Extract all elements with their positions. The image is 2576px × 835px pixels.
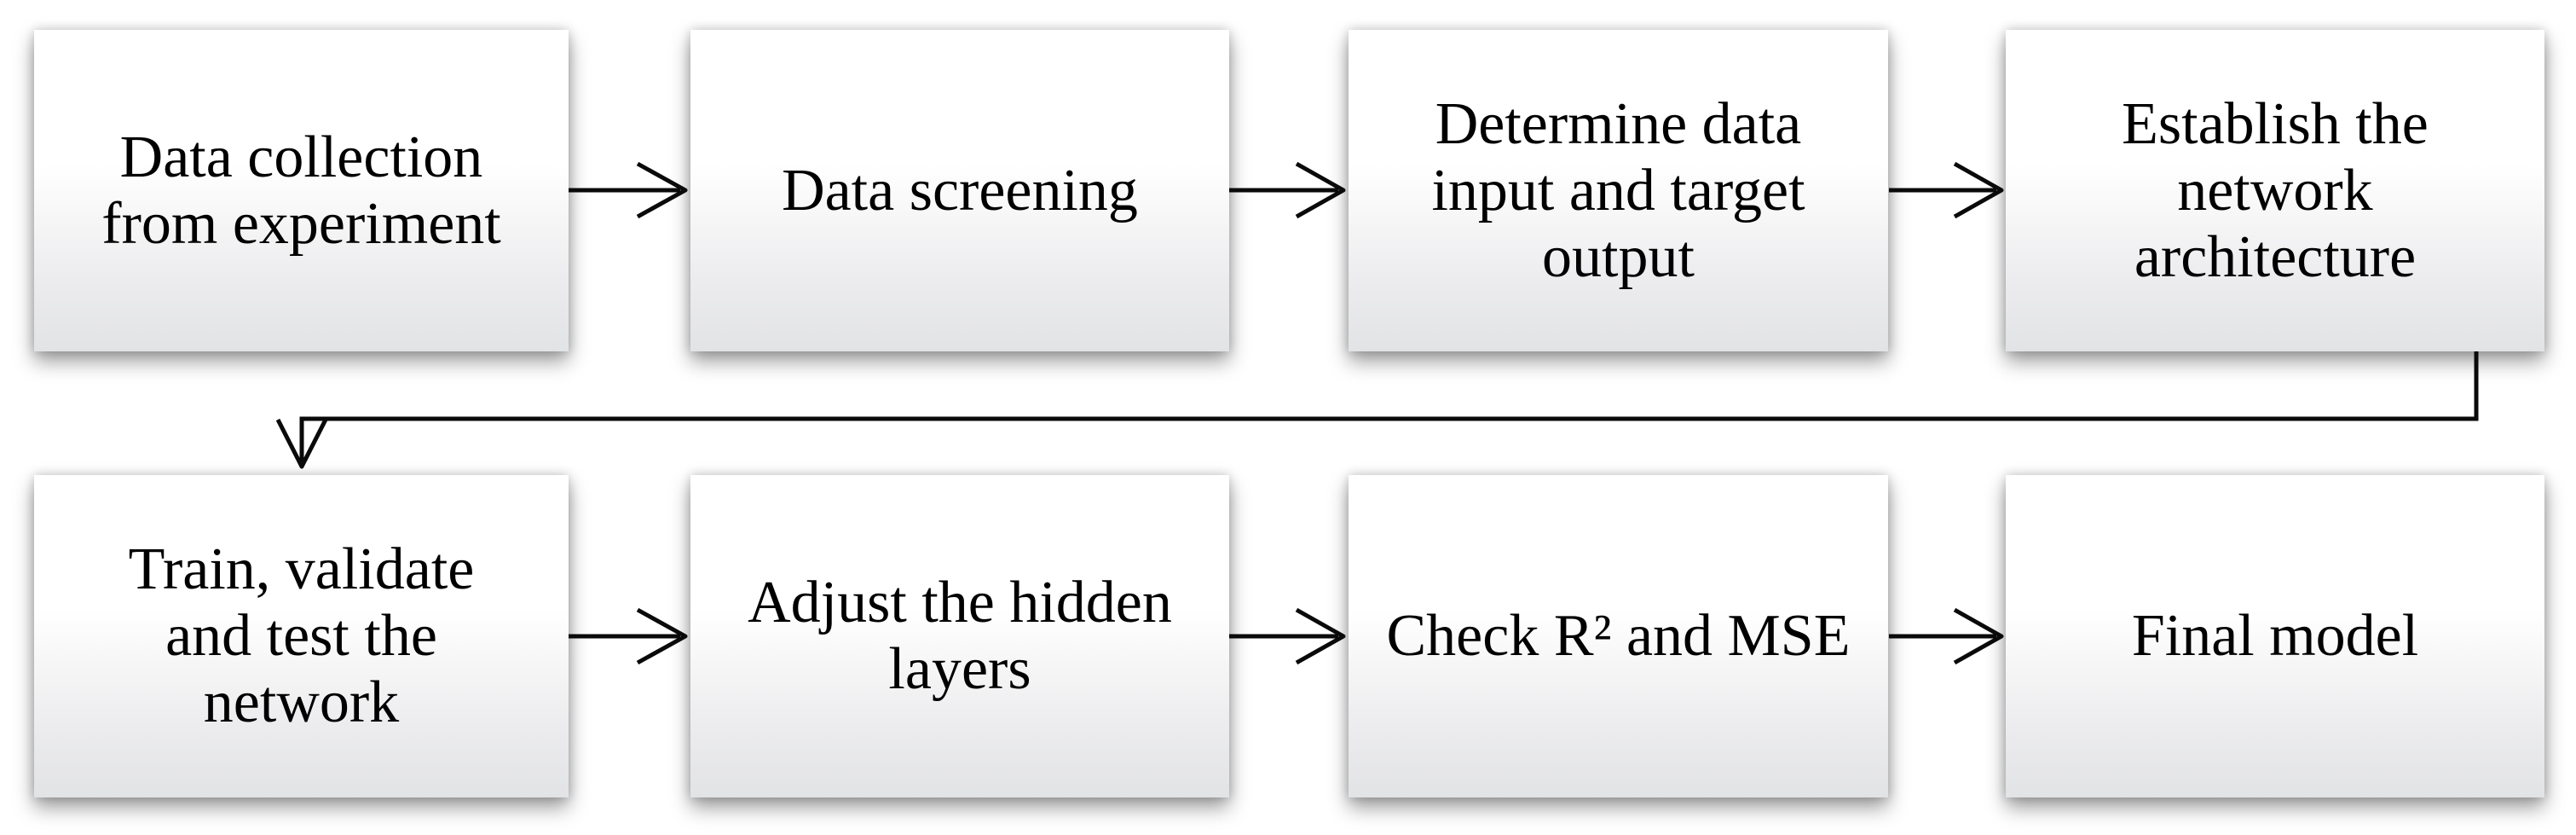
flow-box-train-validate-test: Train, validate and test the network bbox=[34, 475, 569, 797]
arrow-right-icon bbox=[1953, 607, 2004, 665]
flow-box-label: Establish the network architecture bbox=[2122, 90, 2429, 290]
arrow-right-icon bbox=[1295, 161, 1346, 219]
flow-box-label: Data collection from experiment bbox=[101, 124, 501, 257]
flow-box-check-r2-mse: Check R² and MSE bbox=[1349, 475, 1888, 797]
flow-box-final-model: Final model bbox=[2006, 475, 2544, 797]
arrow-box7-box8 bbox=[1889, 607, 2004, 665]
flow-box-label: Data screening bbox=[782, 157, 1138, 223]
flow-box-establish-architecture: Establish the network architecture bbox=[2006, 30, 2544, 351]
arrow-down-icon bbox=[275, 418, 328, 469]
arrow-box6-box7 bbox=[1229, 607, 1346, 665]
arrow-box2-box3 bbox=[1229, 161, 1346, 219]
arrow-box3-box4 bbox=[1889, 161, 2004, 219]
arrow-box5-box6 bbox=[569, 607, 688, 665]
arrow-right-icon bbox=[1295, 607, 1346, 665]
arrow-right-icon bbox=[636, 607, 688, 665]
elbow-line bbox=[299, 351, 2479, 463]
arrow-box1-box2 bbox=[569, 161, 688, 219]
flow-box-label: Final model bbox=[2131, 603, 2419, 669]
flow-box-label: Adjust the hidden layers bbox=[748, 570, 1172, 702]
arrow-right-icon bbox=[1953, 161, 2004, 219]
flow-box-data-collection: Data collection from experiment bbox=[34, 30, 569, 351]
flow-box-data-screening: Data screening bbox=[690, 30, 1229, 351]
arrow-right-icon bbox=[636, 161, 688, 219]
flow-box-label: Determine data input and target output bbox=[1431, 90, 1805, 290]
flow-box-adjust-hidden-layers: Adjust the hidden layers bbox=[690, 475, 1229, 797]
flow-box-determine-input-output: Determine data input and target output bbox=[1349, 30, 1888, 351]
elbow-connector-box4-box5 bbox=[275, 351, 2479, 469]
flow-box-label: Check R² and MSE bbox=[1386, 603, 1851, 669]
flow-box-label: Train, validate and test the network bbox=[128, 536, 475, 735]
